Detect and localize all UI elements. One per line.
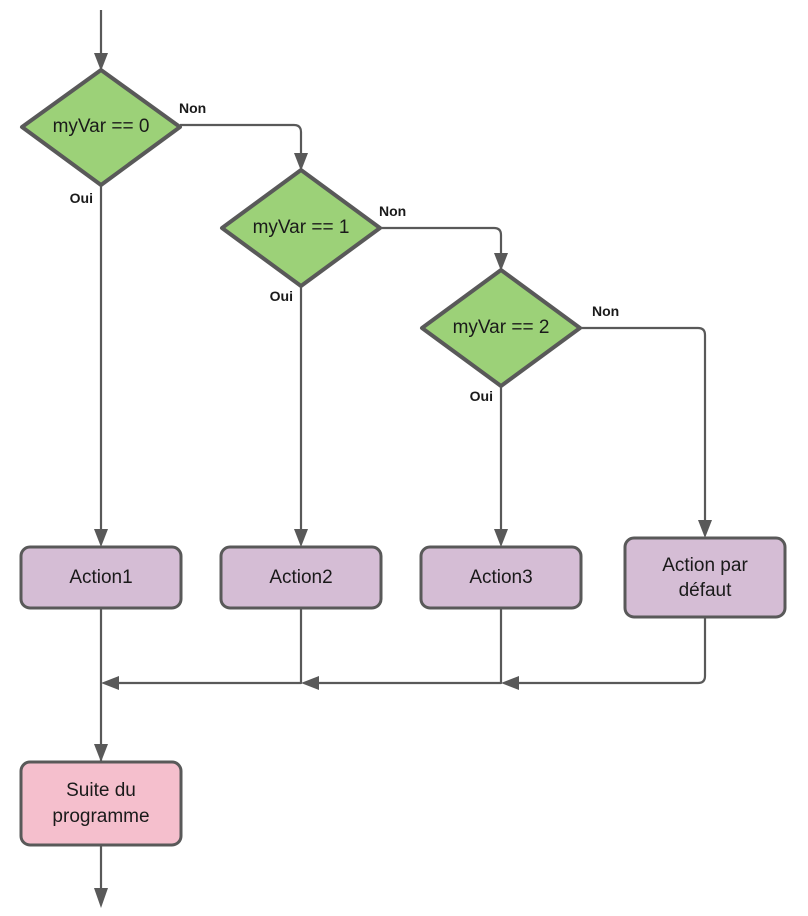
node-label-action1: Action1: [69, 567, 132, 588]
node-suite-programme[interactable]: Suite du programme: [19, 760, 183, 847]
edge-label-decision2-oui: Oui: [270, 288, 293, 304]
node-decision3[interactable]: myVar == 2: [420, 268, 582, 388]
arrowhead-icon: [94, 53, 108, 71]
edge-label-decision2-non: Non: [379, 203, 406, 219]
arrowhead-icon: [101, 676, 119, 690]
edge-decision2-non: Non: [379, 203, 508, 271]
rect-shape: [19, 760, 183, 847]
rect-shape: [219, 545, 383, 610]
rect-shape: [623, 536, 787, 619]
edge-entry-to-decision1: [94, 10, 108, 71]
edge-line: [180, 123, 303, 154]
node-label-action2: Action2: [269, 567, 332, 588]
edge-label-decision3-oui: Oui: [470, 388, 493, 404]
arrowhead-icon: [698, 520, 712, 538]
node-label-action3: Action3: [469, 567, 532, 588]
rect-shape: [19, 545, 183, 610]
edge-line: [380, 226, 503, 254]
diamond-shape: [420, 268, 582, 388]
edge-label-decision1-oui: Oui: [70, 190, 93, 206]
diamond-shape: [20, 68, 182, 187]
edge-action3-to-merge: [301, 608, 503, 690]
arrowhead-icon: [494, 529, 508, 547]
edge-decision3-non: Non: [580, 303, 712, 538]
node-label-action-default-line1: Action par: [662, 555, 748, 576]
edge-decision3-oui: Oui: [470, 386, 508, 547]
edge-actiondefault-to-merge: [501, 617, 707, 690]
arrowhead-icon: [301, 676, 319, 690]
edge-suite-to-exit: [94, 845, 108, 908]
node-action1[interactable]: Action1: [19, 545, 183, 610]
arrowhead-icon: [494, 253, 508, 271]
diamond-shape: [220, 168, 382, 288]
edge-label-decision1-non: Non: [179, 100, 206, 116]
arrowhead-icon: [294, 153, 308, 171]
arrowhead-icon: [294, 529, 308, 547]
edge-line: [310, 608, 503, 685]
edge-line: [510, 617, 707, 685]
node-label-decision3: myVar == 2: [453, 317, 550, 338]
arrowhead-icon: [94, 744, 108, 762]
node-label-suite-line1: Suite du: [66, 780, 136, 801]
arrowhead-icon: [94, 888, 108, 908]
node-action-default[interactable]: Action par défaut: [623, 536, 787, 619]
edge-decision1-non: Non: [179, 100, 308, 171]
node-action2[interactable]: Action2: [219, 545, 383, 610]
arrowhead-icon: [501, 676, 519, 690]
node-action3[interactable]: Action3: [419, 545, 583, 610]
node-decision1[interactable]: myVar == 0: [20, 68, 182, 187]
node-decision2[interactable]: myVar == 1: [220, 168, 382, 288]
node-label-decision2: myVar == 1: [253, 217, 350, 238]
edge-label-decision3-non: Non: [592, 303, 619, 319]
node-label-action-default-line2: défaut: [679, 580, 733, 601]
rect-shape: [419, 545, 583, 610]
edge-action1-to-merge: [94, 608, 108, 762]
arrowhead-icon: [94, 529, 108, 547]
edge-line: [110, 608, 303, 685]
node-label-decision1: myVar == 0: [53, 116, 150, 137]
edge-line: [580, 326, 707, 530]
edge-decision2-oui: Oui: [270, 286, 308, 547]
edge-decision1-oui: Oui: [70, 185, 108, 547]
node-label-suite-line2: programme: [52, 806, 149, 827]
edge-action2-to-merge: [101, 608, 303, 690]
